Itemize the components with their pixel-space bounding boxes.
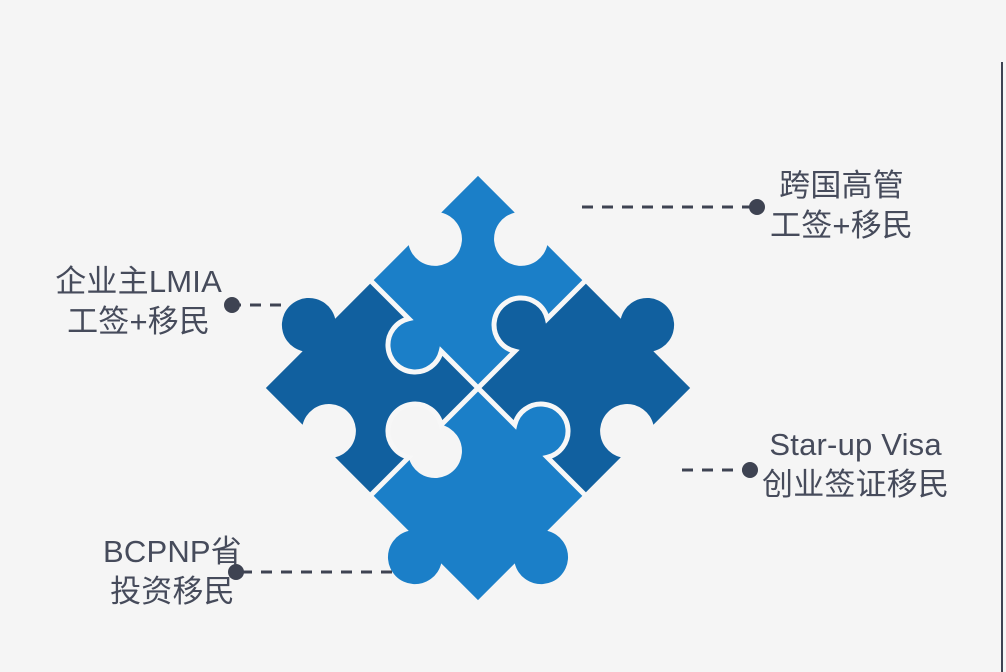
label-left-line1: 企业主LMIA [55,264,222,299]
label-bottom-left: BCPNP省 投资移民 [103,532,242,613]
label-bottom-left-line1: BCPNP省 [102,534,242,569]
leader-dot-top-right [749,199,765,215]
leader-dot-bottom-left [228,564,244,580]
puzzle-piece-top [478,281,691,495]
puzzle-piece-right [371,388,585,601]
label-top-right: 跨国高管 工签+移民 [770,166,913,247]
label-left: 企业主LMIA 工签+移民 [55,262,222,343]
label-bottom-right-line2: 创业签证移民 [762,467,950,503]
leader-dots [224,199,765,580]
label-top-right-line1: 跨国高管 [779,168,904,203]
puzzle-piece-left [371,175,585,388]
label-bottom-left-line2: 投资移民 [110,574,235,610]
puzzle-piece-bottom [265,281,478,495]
leader-dot-left [224,297,240,313]
label-bottom-right: Star-up Visa 创业签证移民 [762,425,949,506]
label-top-right-line2: 工签+移民 [770,208,914,244]
leader-dot-bottom-right [742,462,758,478]
label-bottom-right-line1: Star-up Visa [769,427,942,462]
leader-lines [237,205,752,574]
label-left-line2: 工签+移民 [67,304,211,340]
right-edge-rule [1001,62,1003,672]
